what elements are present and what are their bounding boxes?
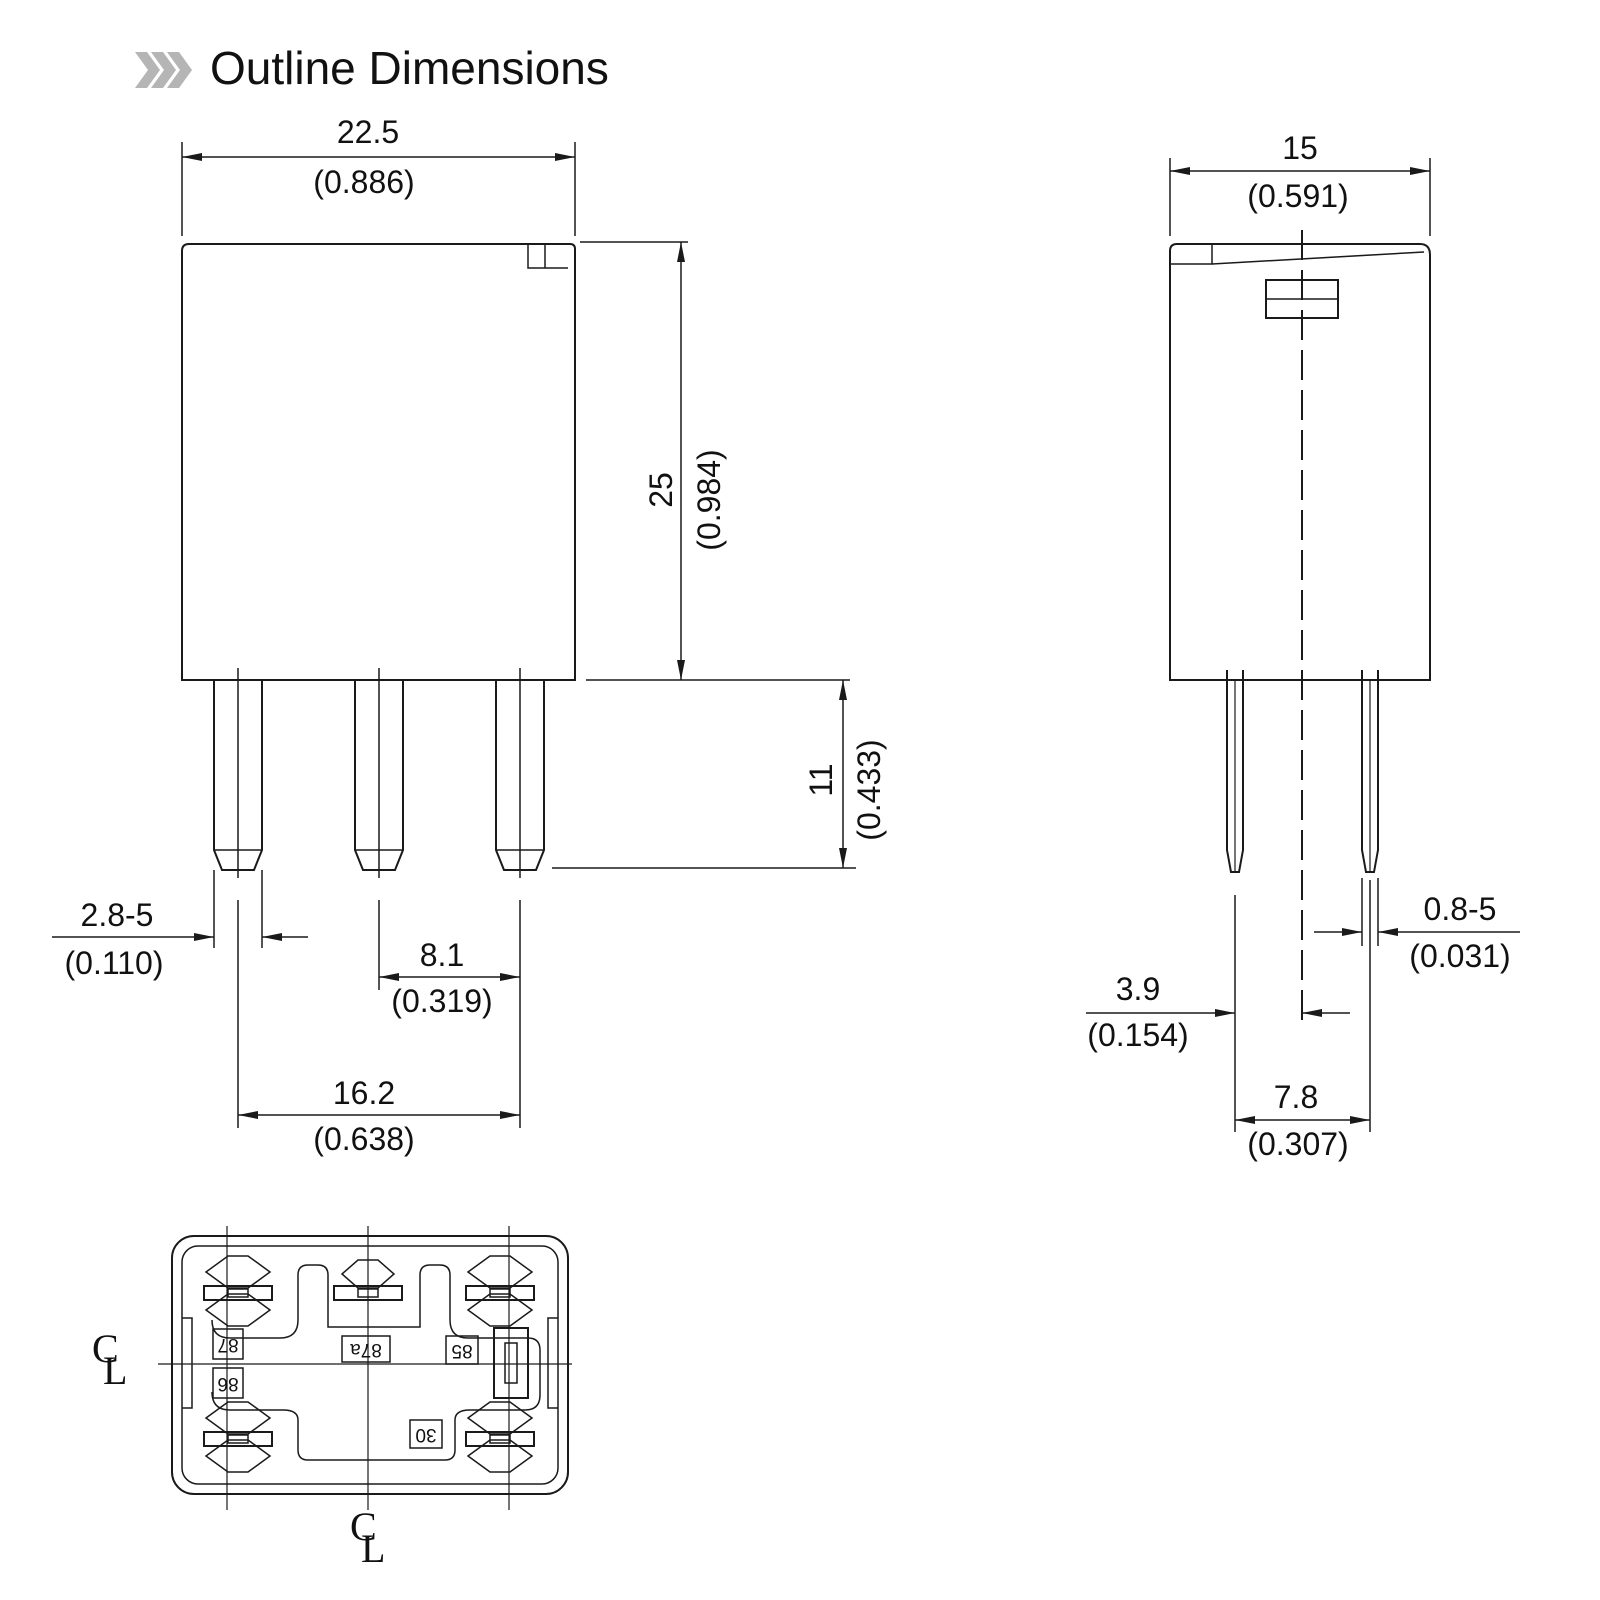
pin-label-86: 86 (217, 1373, 238, 1394)
body-notch (527, 244, 568, 269)
dim-pin-span-mm: 16.2 (333, 1075, 395, 1111)
terminal-pads (203, 1255, 535, 1473)
pin-label-30: 30 (415, 1424, 436, 1445)
dim-pin-spacing-inch: (0.307) (1247, 1126, 1348, 1162)
cl-symbol-l: L (361, 1526, 385, 1571)
dim-pin-spacing-mm: 7.8 (1274, 1079, 1318, 1115)
dim-pin-pitch-mm: 8.1 (420, 937, 464, 973)
bottom-latch (493, 1327, 529, 1399)
dim-pin-span-inch: (0.638) (313, 1121, 414, 1157)
dim-pin-pitch-inch: (0.319) (391, 983, 492, 1019)
pin-label-87a: 87a (350, 1339, 382, 1360)
relay-body-front (181, 243, 576, 681)
dim-depth-mm: 15 (1282, 130, 1318, 166)
dim-pin-offset: 3.9 (0.154) (1086, 895, 1350, 1132)
centerline-symbol-horizontal: C L (92, 1326, 127, 1393)
relay-body-side (1169, 243, 1431, 681)
page-title: Outline Dimensions (210, 42, 609, 94)
dim-pin-offset-mm: 3.9 (1116, 971, 1160, 1007)
dim-width-inch: (0.886) (313, 164, 414, 200)
front-view: 22.5 (0.886) 25 (0.984) 11 (0.433) 2.8-5… (52, 114, 887, 1157)
dim-pin-pitch: 8.1 (0.319) (378, 900, 521, 1128)
dim-pin-length: 11 (0.433) (552, 680, 887, 869)
dim-pin-span: 16.2 (0.638) (237, 900, 520, 1157)
bottom-outer-outline (171, 1235, 569, 1495)
dim-height: 25 (0.984) (580, 241, 850, 681)
dim-height-inch: (0.984) (691, 449, 727, 550)
dim-height-mm: 25 (643, 472, 679, 508)
dim-pin-width: 2.8-5 (0.110) (52, 870, 308, 981)
centerline-symbol-vertical: C L (350, 1504, 385, 1571)
dim-pin-width-mm: 2.8-5 (81, 897, 154, 933)
dim-pin-thickness: 0.8-5 (0.031) (1314, 878, 1520, 974)
dim-pin-thickness-inch: (0.031) (1409, 938, 1510, 974)
dim-depth: 15 (0.591) (1169, 130, 1431, 236)
bottom-view: 87 86 87a 85 30 C L C L (92, 1226, 572, 1571)
dim-pin-width-inch: (0.110) (64, 945, 163, 981)
pin-label-87: 87 (217, 1334, 238, 1355)
front-pins (213, 668, 545, 878)
cl-symbol-l: L (103, 1348, 127, 1393)
dim-width-mm: 22.5 (337, 114, 399, 150)
dim-pin-spacing: 7.8 (0.307) (1235, 880, 1371, 1162)
dim-pin-thickness-mm: 0.8-5 (1424, 891, 1497, 927)
dim-pin-offset-inch: (0.154) (1087, 1017, 1188, 1053)
cl-symbol-c: C (350, 1504, 377, 1549)
dim-pin-length-inch: (0.433) (851, 739, 887, 840)
side-view: 15 (0.591) 0.8-5 (0.031) 3.9 (0.154) 7.8… (1086, 130, 1520, 1162)
dim-width: 22.5 (0.886) (181, 114, 576, 236)
pin-label-85: 85 (451, 1340, 472, 1361)
triple-chevron-icon (135, 52, 192, 88)
dim-depth-inch: (0.591) (1247, 178, 1348, 214)
dim-pin-length-mm: 11 (803, 763, 839, 796)
cl-symbol-c: C (92, 1326, 119, 1371)
